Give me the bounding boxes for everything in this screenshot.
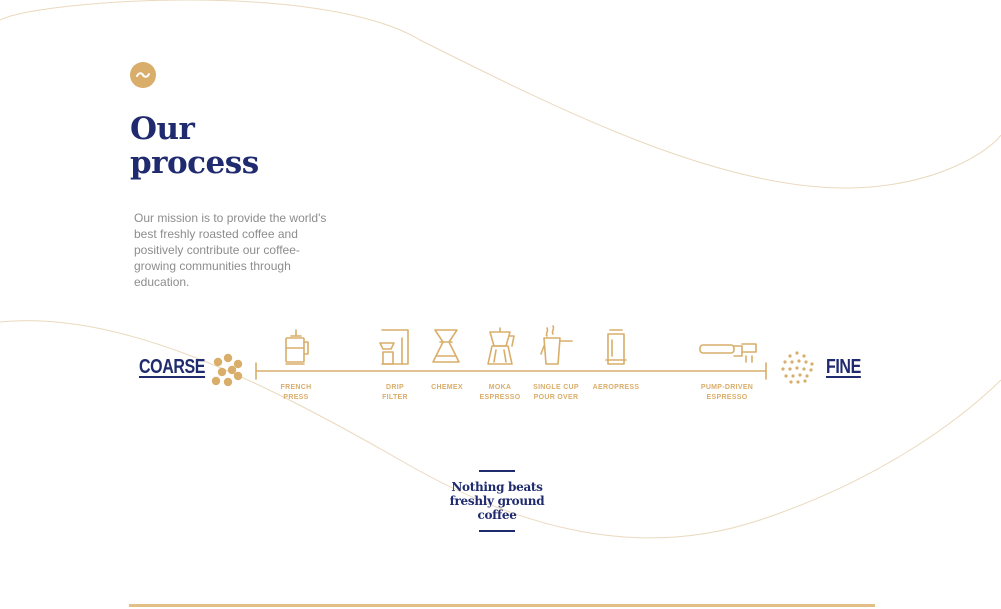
- moka-pot-icon: [487, 327, 515, 365]
- title-line-1: Our: [130, 111, 195, 147]
- title-line-2: process: [130, 145, 259, 181]
- coarse-grounds-icon: [211, 353, 243, 387]
- method-label-pour-over: SINGLE CUP POUR OVER: [533, 384, 579, 401]
- method-label-pump-espresso: PUMP-DRIVEN ESPRESSO: [700, 384, 754, 401]
- method-label-french-press: FRENCH PRESS: [280, 384, 312, 401]
- pour-over-icon: [540, 325, 573, 365]
- quote-rule-bottom: [479, 530, 515, 532]
- method-label-aeropress: AEROPRESS: [592, 384, 640, 391]
- wave-logo-icon: [136, 72, 150, 78]
- fine-label: FINE: [826, 356, 861, 378]
- aeropress-icon: [605, 329, 627, 365]
- method-label-chemex: CHEMEX: [431, 384, 463, 391]
- quote-rule-top: [479, 470, 515, 472]
- brand-logo[interactable]: [130, 62, 156, 88]
- drip-filter-icon: [379, 329, 409, 365]
- pull-quote: Nothing beats freshly ground coffee: [446, 470, 548, 532]
- method-label-moka-espresso: MOKA ESPRESSO: [479, 384, 521, 401]
- mission-statement: Our mission is to provide the world's be…: [134, 211, 327, 289]
- chemex-icon: [432, 329, 460, 363]
- fine-grounds-icon: [781, 351, 814, 384]
- portafilter-icon: [699, 343, 757, 363]
- quote-text: Nothing beats freshly ground coffee: [449, 480, 545, 522]
- coarse-label: COARSE: [139, 356, 206, 378]
- french-press-icon: [285, 329, 309, 365]
- method-label-drip-filter: DRIP FILTER: [382, 384, 408, 401]
- page-title: Our process: [130, 112, 259, 180]
- section-divider: [129, 604, 875, 607]
